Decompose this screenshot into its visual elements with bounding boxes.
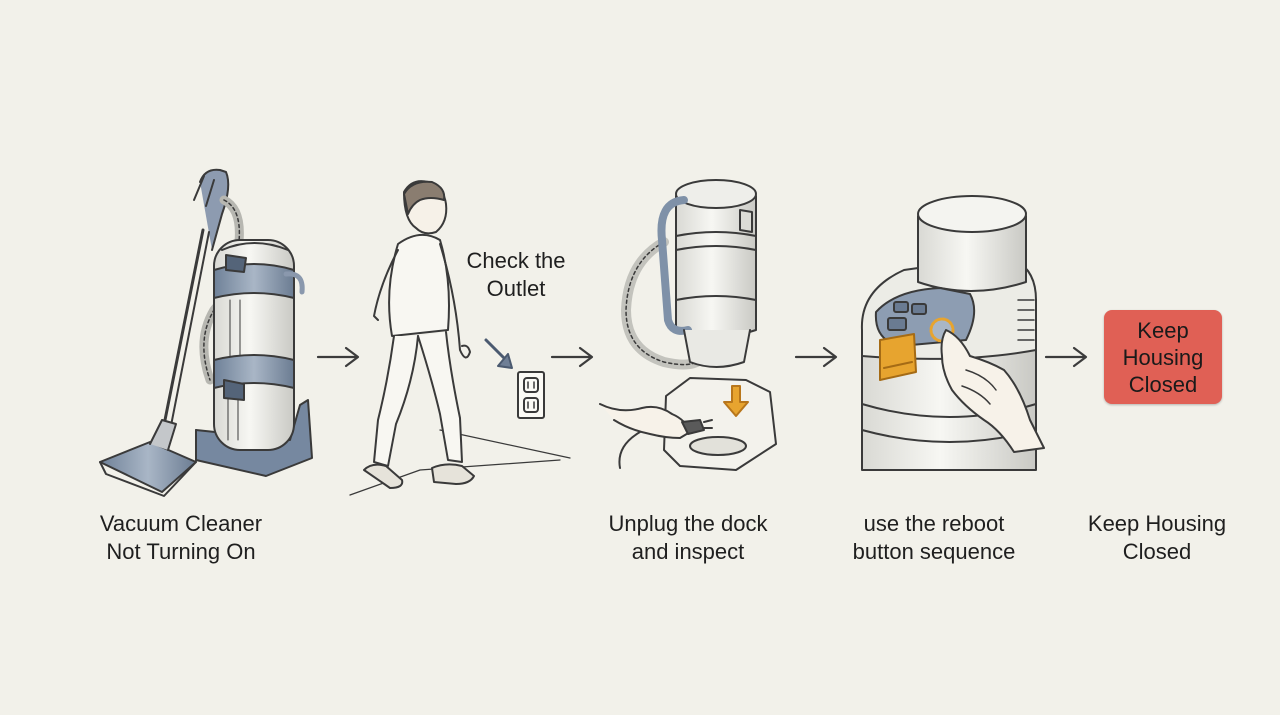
- check-outlet-callout: Check the Outlet: [453, 247, 579, 303]
- callout-line-1: Check the: [466, 248, 566, 273]
- upright-vacuum-illustration: [99, 168, 313, 497]
- vacuum-dock-unplug-illustration: [599, 179, 777, 471]
- step-4-caption: use the reboot button sequence: [832, 510, 1036, 566]
- keep-housing-closed-warning-box: Keep Housing Closed: [1104, 310, 1222, 404]
- step-3-caption-line-2: and inspect: [631, 539, 745, 564]
- step-3-caption: Unplug the dock and inspect: [588, 510, 788, 566]
- warning-line-3: Closed: [1128, 371, 1198, 397]
- step-3-caption-line-1: Unplug the dock: [608, 511, 768, 536]
- warning-line-1: Keep: [1137, 317, 1189, 343]
- step-1-caption: Vacuum Cleaner Not Turning On: [80, 510, 282, 566]
- reboot-button-press-illustration: [860, 195, 1045, 471]
- warning-line-2: Housing: [1122, 344, 1204, 370]
- callout-line-2: Outlet: [486, 276, 546, 301]
- flow-arrows: [316, 346, 1088, 368]
- arrow-right-icon: [1044, 346, 1088, 368]
- step-5-caption-line-1: Keep Housing: [1087, 511, 1227, 536]
- person-walking-to-outlet-illustration: [349, 180, 571, 496]
- step-5-caption-line-2: Closed: [1122, 539, 1192, 564]
- arrow-right-icon: [794, 346, 838, 368]
- step-4-caption-line-1: use the reboot: [863, 511, 1005, 536]
- step-5-caption: Keep Housing Closed: [1074, 510, 1240, 566]
- step-4-caption-line-2: button sequence: [852, 539, 1016, 564]
- step-1-caption-line-1: Vacuum Cleaner: [99, 511, 263, 536]
- arrow-right-icon: [316, 346, 360, 368]
- arrow-right-icon: [550, 346, 594, 368]
- step-1-caption-line-2: Not Turning On: [106, 539, 256, 564]
